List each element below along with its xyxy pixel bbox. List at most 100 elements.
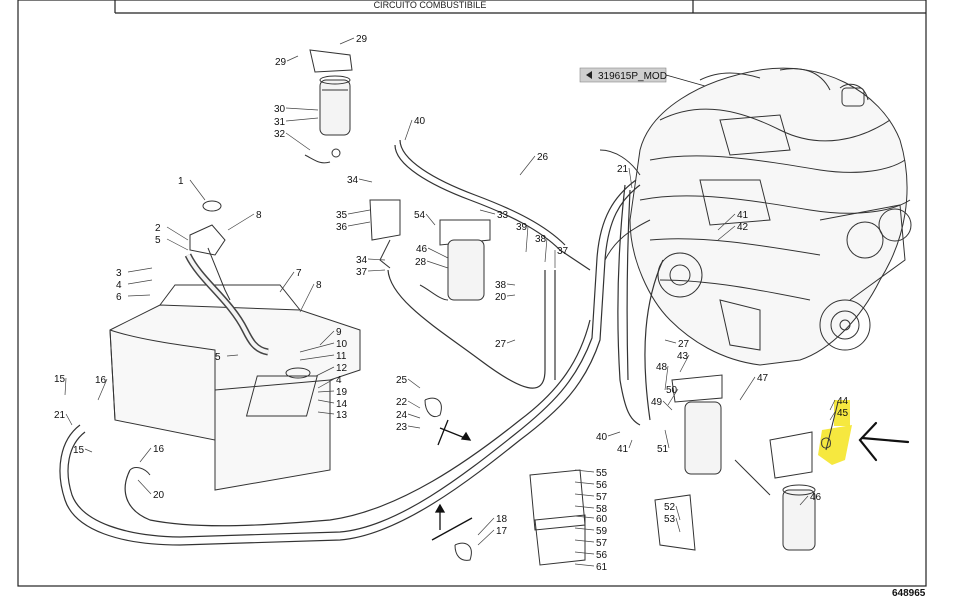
leader-line <box>506 283 516 286</box>
part-label-52: 52 <box>664 502 676 513</box>
leader-line <box>829 399 836 411</box>
part-label-7: 7 <box>296 268 302 279</box>
part-label-56: 56 <box>596 480 608 491</box>
leader-line <box>319 330 335 346</box>
leader-line <box>317 399 335 404</box>
part-label-51: 51 <box>657 444 669 455</box>
leader-line <box>717 225 736 241</box>
title-block <box>17 0 927 587</box>
part-label-14: 14 <box>336 399 348 410</box>
fuel-filter-middle <box>369 199 491 301</box>
part-label-54: 54 <box>414 210 426 221</box>
part-label-2: 2 <box>155 223 161 234</box>
leader-line <box>64 377 67 396</box>
leader-line <box>299 342 335 353</box>
leader-line <box>315 366 335 377</box>
leader-line <box>285 132 311 151</box>
leader-line <box>97 378 108 401</box>
leader-line <box>574 493 595 497</box>
part-label-8: 8 <box>316 280 322 291</box>
leader-line <box>279 271 295 293</box>
drawing-number: 648965 <box>892 588 926 599</box>
flow-arrows <box>431 419 473 541</box>
leader-line <box>679 354 690 373</box>
leader-line <box>285 107 319 111</box>
leader-line <box>127 267 153 273</box>
drawing-title: CIRCUITO COMBUSTIBILE <box>373 0 487 10</box>
leader-line <box>799 495 809 506</box>
part-label-22: 22 <box>396 397 408 408</box>
leader-line <box>127 294 151 297</box>
fuel-filter-top <box>304 49 353 164</box>
leader-line <box>525 225 529 253</box>
leader-line <box>407 400 421 409</box>
part-label-13: 13 <box>336 410 348 421</box>
leader-line <box>65 413 73 426</box>
part-label-6: 6 <box>116 292 122 303</box>
leader-line <box>407 378 421 389</box>
leader-line <box>317 390 335 393</box>
leader-line <box>667 388 679 406</box>
part-label-33: 33 <box>497 210 509 221</box>
part-label-28: 28 <box>415 257 427 268</box>
part-label-10: 10 <box>336 339 348 350</box>
part-label-61: 61 <box>596 562 608 573</box>
part-label-45: 45 <box>837 408 849 419</box>
part-label-38: 38 <box>495 280 507 291</box>
leader-line <box>664 365 669 391</box>
leader-line <box>574 505 595 509</box>
leader-line <box>358 178 373 183</box>
leader-line <box>574 515 595 519</box>
leader-line <box>675 517 681 533</box>
part-labels: 2929303132402621182534353633544628393837… <box>54 34 849 573</box>
part-label-9: 9 <box>336 327 342 338</box>
leader-line <box>407 425 421 429</box>
leader-line <box>829 411 836 421</box>
leader-line <box>299 283 315 313</box>
annotation-arrow <box>858 421 910 462</box>
part-label-25: 25 <box>396 375 408 386</box>
leader-line <box>574 551 595 555</box>
part-label-35: 35 <box>336 210 348 221</box>
part-label-40: 40 <box>414 116 426 127</box>
leader-line <box>574 481 595 485</box>
part-label-29: 29 <box>275 57 287 68</box>
leader-line <box>166 226 189 241</box>
part-label-15: 15 <box>54 374 66 385</box>
part-label-17: 17 <box>496 526 508 537</box>
leader-line <box>607 431 621 437</box>
leader-line <box>127 279 153 285</box>
leader-line <box>739 376 756 401</box>
part-label-46: 46 <box>810 492 822 503</box>
part-label-38: 38 <box>535 234 547 245</box>
part-label-50: 50 <box>666 385 678 396</box>
part-label-4: 4 <box>116 280 122 291</box>
part-label-15: 15 <box>73 445 85 456</box>
leader-line <box>84 448 93 453</box>
leader-line <box>574 539 595 543</box>
leader-line <box>675 505 681 521</box>
leader-line <box>285 117 319 122</box>
part-label-5: 5 <box>155 235 161 246</box>
part-label-37: 37 <box>557 246 569 257</box>
leader-line <box>574 469 595 473</box>
leader-line <box>477 517 495 536</box>
part-label-26: 26 <box>537 152 549 163</box>
part-label-39: 39 <box>516 222 528 233</box>
leader-line <box>139 447 152 463</box>
part-label-40: 40 <box>596 432 608 443</box>
part-label-1: 1 <box>178 176 184 187</box>
leader-line <box>189 179 206 201</box>
fuel-lines <box>59 139 664 546</box>
filler-neck <box>184 200 269 356</box>
part-label-21: 21 <box>617 164 629 175</box>
part-label-11: 11 <box>336 351 347 362</box>
part-label-36: 36 <box>336 222 348 233</box>
leader-line <box>367 258 386 261</box>
leader-line <box>404 119 413 141</box>
leader-line <box>519 155 536 176</box>
part-label-32: 32 <box>274 129 286 140</box>
part-label-18: 18 <box>496 514 508 525</box>
part-label-47: 47 <box>757 373 769 384</box>
